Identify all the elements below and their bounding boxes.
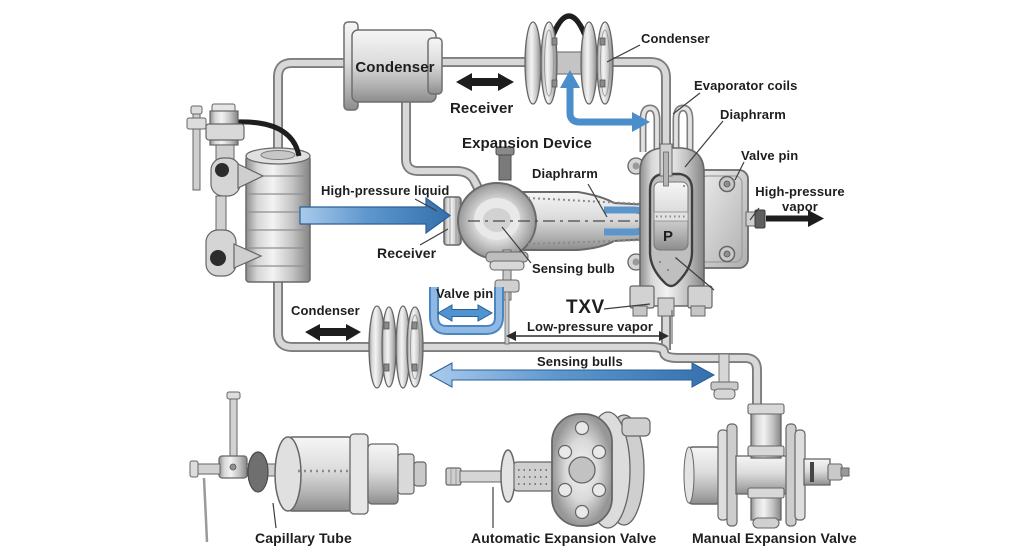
bolt-hole [591, 482, 607, 498]
bolt-hole [557, 444, 573, 460]
adjustment-screw [498, 151, 512, 181]
label-receiver-top: Receiver [450, 100, 514, 117]
label-sensing-bulb: Sensing bulb [532, 261, 615, 276]
coil-hub [555, 51, 583, 75]
valve-stem [459, 470, 507, 483]
label-manual-expansion-valve: Manual Expansion Valve [692, 530, 857, 546]
bolt [551, 79, 558, 88]
stem-disc [500, 449, 516, 503]
label-diaphragm-right: Diaphrarm [720, 107, 786, 122]
high-pressure-liquid-arrow [299, 196, 452, 235]
flow-arrows [299, 70, 824, 388]
txv-valve-body [443, 146, 664, 345]
bolt [551, 37, 558, 46]
label-low-pressure-vapor: Low-pressure vapor [527, 319, 654, 334]
stem-nut [445, 467, 462, 486]
coil-hose [548, 13, 590, 41]
bolt [599, 79, 606, 88]
bolt-hole [574, 504, 590, 520]
valve-pin-blue-tube [429, 287, 504, 335]
refrigerant-piping [273, 57, 762, 416]
label-condenser-main: Condenser [355, 59, 435, 76]
blue-arrow-pulleys [560, 70, 650, 132]
label-expansion-device-title: Expansion Device [462, 135, 592, 152]
bolt [383, 363, 390, 372]
condenser-cylinder [343, 21, 443, 111]
label-high-pressure-vapor: High-pressure vapor [755, 184, 845, 214]
label-capillary-tube: Capillary Tube [255, 530, 352, 546]
side-stub [621, 417, 651, 437]
label-txv: TXV [566, 297, 605, 318]
label-valve-pin-right: Valve pin [741, 148, 799, 163]
label-condenser-right: Condenser [641, 31, 710, 46]
bolt [383, 321, 390, 330]
condenser-coil-discs-top [524, 13, 614, 105]
label-pressure-p: P [663, 228, 674, 245]
bolt [411, 321, 418, 330]
label-receiver-center: Receiver [377, 245, 437, 261]
leader-lines [272, 44, 760, 529]
high-pressure-vapor-arrow [766, 210, 824, 227]
adjuster-slot [810, 462, 814, 482]
label-sensing-bulbs-span: Sensing bulls [537, 354, 623, 369]
dark-collar [247, 451, 269, 493]
right-port [803, 458, 831, 486]
bolt-hole [557, 482, 573, 498]
label-condenser-bottom: Condenser [291, 303, 360, 318]
service-valve-fixture [186, 103, 302, 277]
capillary-wire [202, 477, 209, 543]
automatic-expansion-valve-assembly [445, 411, 651, 529]
hose [235, 119, 302, 157]
push-rod [663, 151, 669, 187]
hub [568, 456, 596, 484]
label-high-pressure-liquid: High-pressure liquid [321, 183, 450, 198]
label-valve-pin-bottom: Valve pin [436, 286, 494, 301]
label-diaphragm-center: Diaphrarm [532, 166, 598, 181]
txv-power-head [627, 143, 766, 317]
flange-band [349, 433, 369, 515]
sensing-bulb-long-arrow [428, 362, 716, 388]
outlet-nut [754, 209, 766, 229]
label-automatic-expansion-valve: Automatic Expansion Valve [471, 530, 657, 546]
black-double-arrow-bottom [305, 324, 361, 341]
outlet-neck [657, 297, 675, 317]
low-pressure-vapor-arrow [506, 310, 673, 344]
black-double-arrow-top [456, 73, 514, 91]
capillary-tube-assembly [189, 391, 427, 543]
valve-pin-double-arrow [436, 304, 494, 322]
bolt-hole [574, 420, 590, 436]
label-evaporator-coils: Evaporator coils [694, 78, 798, 93]
bolt [599, 37, 606, 46]
base-flange [687, 285, 713, 309]
bolt-hole [591, 444, 607, 460]
manual-expansion-valve-assembly [683, 403, 850, 529]
condenser-coil-discs-bottom [368, 305, 424, 389]
bolt [411, 363, 418, 372]
evaporator-coil-stubs [639, 104, 694, 152]
suction-line-bulb-fitting [710, 353, 739, 400]
